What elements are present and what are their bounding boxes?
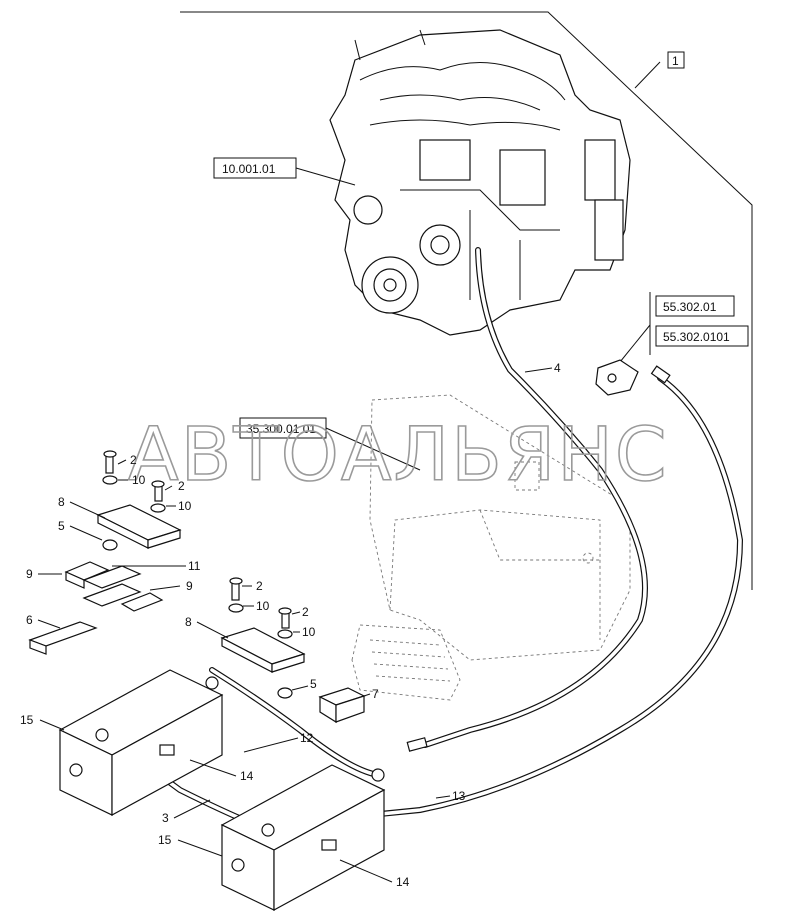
callout-10b: 10	[178, 499, 192, 513]
callout-15b: 15	[158, 833, 172, 847]
watermark-text: АВТОАЛЬЯНС	[128, 412, 669, 498]
callout-10a: 10	[132, 473, 146, 487]
callout-14a: 14	[240, 769, 254, 783]
callout-10d: 10	[302, 625, 316, 639]
callout-2c: 2	[256, 579, 263, 593]
callout-5a: 5	[58, 519, 65, 533]
cable-12	[209, 667, 381, 778]
callout-10c: 10	[256, 599, 270, 613]
callout-6: 6	[26, 613, 33, 627]
connector-part	[595, 359, 639, 396]
hardware-set-lower	[220, 577, 366, 724]
ref-box-tank[interactable]: 35.300.01 01	[239, 417, 421, 471]
ref-box-connector-label-b: 55.302.0101	[663, 330, 730, 344]
callout-8a: 8	[58, 495, 65, 509]
cable-13	[297, 365, 744, 825]
callout-4: 4	[554, 361, 561, 375]
callout-2d: 2	[302, 605, 309, 619]
callout-5b: 5	[310, 677, 317, 691]
ref-box-connector-label-a: 55.302.01	[663, 300, 717, 314]
callout-leaders	[37, 367, 553, 883]
ref-box-engine-label: 10.001.01	[222, 162, 276, 176]
callout-11: 11	[188, 559, 201, 573]
cable-4	[406, 247, 648, 752]
callout-13: 13	[452, 789, 466, 803]
callout-12: 12	[300, 731, 314, 745]
callout-numbers: 2 10 2 10 8 5 9 11 9 6 2 10 2 10 8 5 7 4…	[20, 361, 561, 889]
ref-box-tank-label: 35.300.01 01	[246, 422, 316, 436]
assembly-bracket	[180, 11, 753, 590]
callout-8b: 8	[185, 615, 192, 629]
ref-box-assembly-label: 1	[672, 54, 679, 68]
fuel-tank-ghost	[351, 394, 631, 701]
callout-9a: 9	[26, 567, 33, 581]
ref-box-engine[interactable]: 10.001.01	[213, 157, 356, 186]
callout-15a: 15	[20, 713, 34, 727]
callout-7: 7	[372, 687, 379, 701]
ref-box-assembly[interactable]: 1	[667, 51, 685, 69]
engine-illustration	[329, 29, 631, 336]
callout-2a: 2	[130, 453, 137, 467]
callout-2b: 2	[178, 479, 185, 493]
callout-3: 3	[162, 811, 169, 825]
callout-14b: 14	[396, 875, 410, 889]
battery-upper	[58, 669, 224, 817]
hardware-set-upper	[28, 450, 182, 655]
ref-box-connector[interactable]: 55.302.01 55.302.0101	[619, 292, 749, 363]
callout-9b: 9	[186, 579, 193, 593]
battery-lower	[220, 764, 386, 912]
